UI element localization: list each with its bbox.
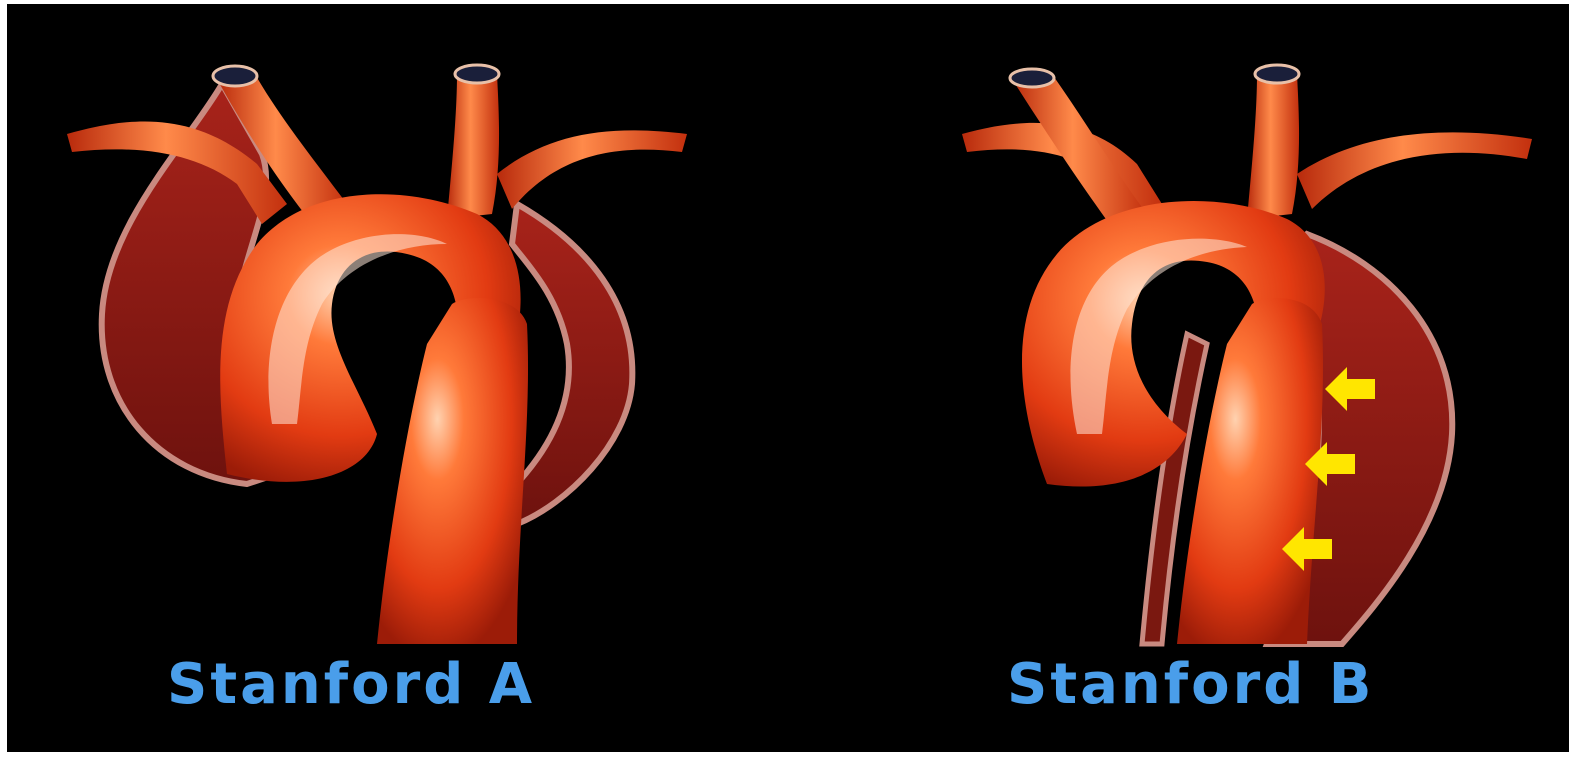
vessel-opening-2	[455, 65, 499, 83]
subclavian-branch	[497, 130, 687, 209]
caption-stanford-a: Stanford A	[167, 652, 535, 717]
subclavian-branch-b	[1297, 132, 1532, 209]
vessel-opening-3	[1010, 69, 1054, 87]
stanford-b-illustration	[947, 4, 1547, 654]
caption-stanford-b: Stanford B	[1007, 652, 1374, 717]
stanford-a-illustration	[47, 4, 697, 654]
descending-aorta	[377, 298, 528, 644]
carotid-right-branch	[447, 74, 499, 219]
carotid-left-branch-b	[1012, 74, 1147, 234]
vessel-opening-1	[213, 66, 257, 86]
stanford-b-svg	[947, 4, 1547, 654]
illustration-frame: Stanford A Stanford B	[7, 4, 1569, 752]
carotid-right-branch-b	[1247, 74, 1299, 219]
vessel-opening-4	[1255, 65, 1299, 83]
stanford-a-svg	[47, 4, 697, 654]
